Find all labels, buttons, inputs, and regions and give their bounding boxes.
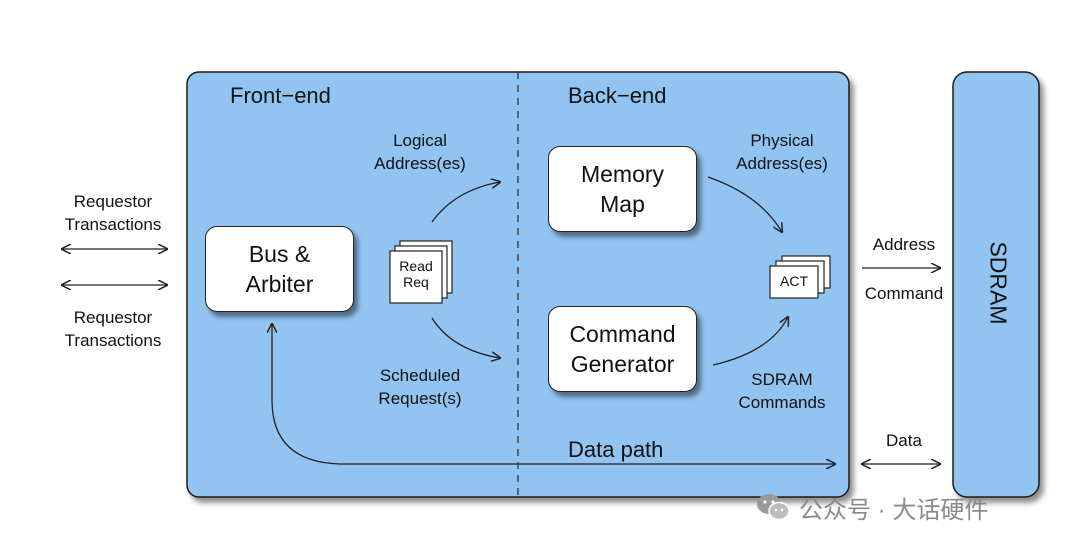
requestor-transactions-top: Requestor Transactions bbox=[52, 190, 174, 236]
requestor-bottom-line2: Transactions bbox=[64, 331, 162, 350]
scheduled-request-line1: Scheduled bbox=[379, 366, 461, 385]
sdram-commands-line2: Commands bbox=[738, 393, 826, 412]
memory-map-block: Memory Map bbox=[548, 146, 697, 232]
requestor-bottom-line1: Requestor bbox=[73, 308, 153, 327]
read-req-stack bbox=[389, 240, 453, 304]
sdram-commands-label: SDRAM Commands bbox=[722, 368, 842, 414]
bus-arbiter-block: Bus & Arbiter bbox=[205, 226, 354, 312]
watermark-text: 公众号 · 大话硬件 bbox=[799, 496, 989, 524]
requestor-top-line2: Transactions bbox=[64, 215, 162, 234]
command-generator-line2: Generator bbox=[570, 351, 675, 377]
data-path-label: Data path bbox=[568, 437, 664, 462]
back-end-title: Back−end bbox=[568, 83, 667, 108]
data-label: Data bbox=[886, 431, 922, 450]
physical-address-arrow bbox=[707, 176, 782, 232]
memory-map-line2: Map bbox=[600, 191, 645, 217]
physical-address-line2: Address(es) bbox=[736, 154, 828, 173]
scheduled-request-label: Scheduled Request(s) bbox=[360, 364, 480, 410]
physical-address-label: Physical Address(es) bbox=[722, 129, 842, 175]
read-req-label: Read Req bbox=[390, 258, 442, 290]
act-label: ACT bbox=[780, 273, 808, 289]
logical-address-label: Logical Address(es) bbox=[360, 129, 480, 175]
requestor-transactions-bottom: Requestor Transactions bbox=[52, 306, 174, 352]
logical-address-line2: Address(es) bbox=[374, 154, 466, 173]
read-req-line1: Read bbox=[399, 258, 433, 274]
command-generator-line1: Command bbox=[569, 321, 676, 347]
logical-address-line1: Logical bbox=[393, 131, 447, 150]
scheduled-request-line2: Request(s) bbox=[378, 389, 462, 408]
physical-address-line1: Physical bbox=[750, 131, 814, 150]
memory-map-line1: Memory bbox=[580, 161, 665, 187]
bus-arbiter-line2: Arbiter bbox=[245, 271, 314, 297]
sdram-commands-line1: SDRAM bbox=[751, 370, 813, 389]
front-end-title: Front−end bbox=[230, 83, 331, 108]
act-stack bbox=[769, 255, 831, 299]
requestor-top-line1: Requestor bbox=[73, 192, 153, 211]
data-path-arrow bbox=[272, 324, 835, 464]
watermark: 公众号 · 大话硬件 bbox=[755, 490, 988, 524]
sdram-label: SDRAM bbox=[985, 241, 1012, 325]
command-label: Command bbox=[864, 284, 944, 303]
bus-arbiter-line1: Bus & bbox=[248, 241, 311, 267]
address-label: Address bbox=[872, 235, 936, 254]
wechat-icon bbox=[757, 494, 790, 521]
read-req-line2: Req bbox=[403, 274, 429, 290]
logical-address-arrow bbox=[431, 182, 500, 223]
sdram-panel bbox=[952, 71, 1040, 498]
command-generator-block: Command Generator bbox=[548, 306, 697, 392]
